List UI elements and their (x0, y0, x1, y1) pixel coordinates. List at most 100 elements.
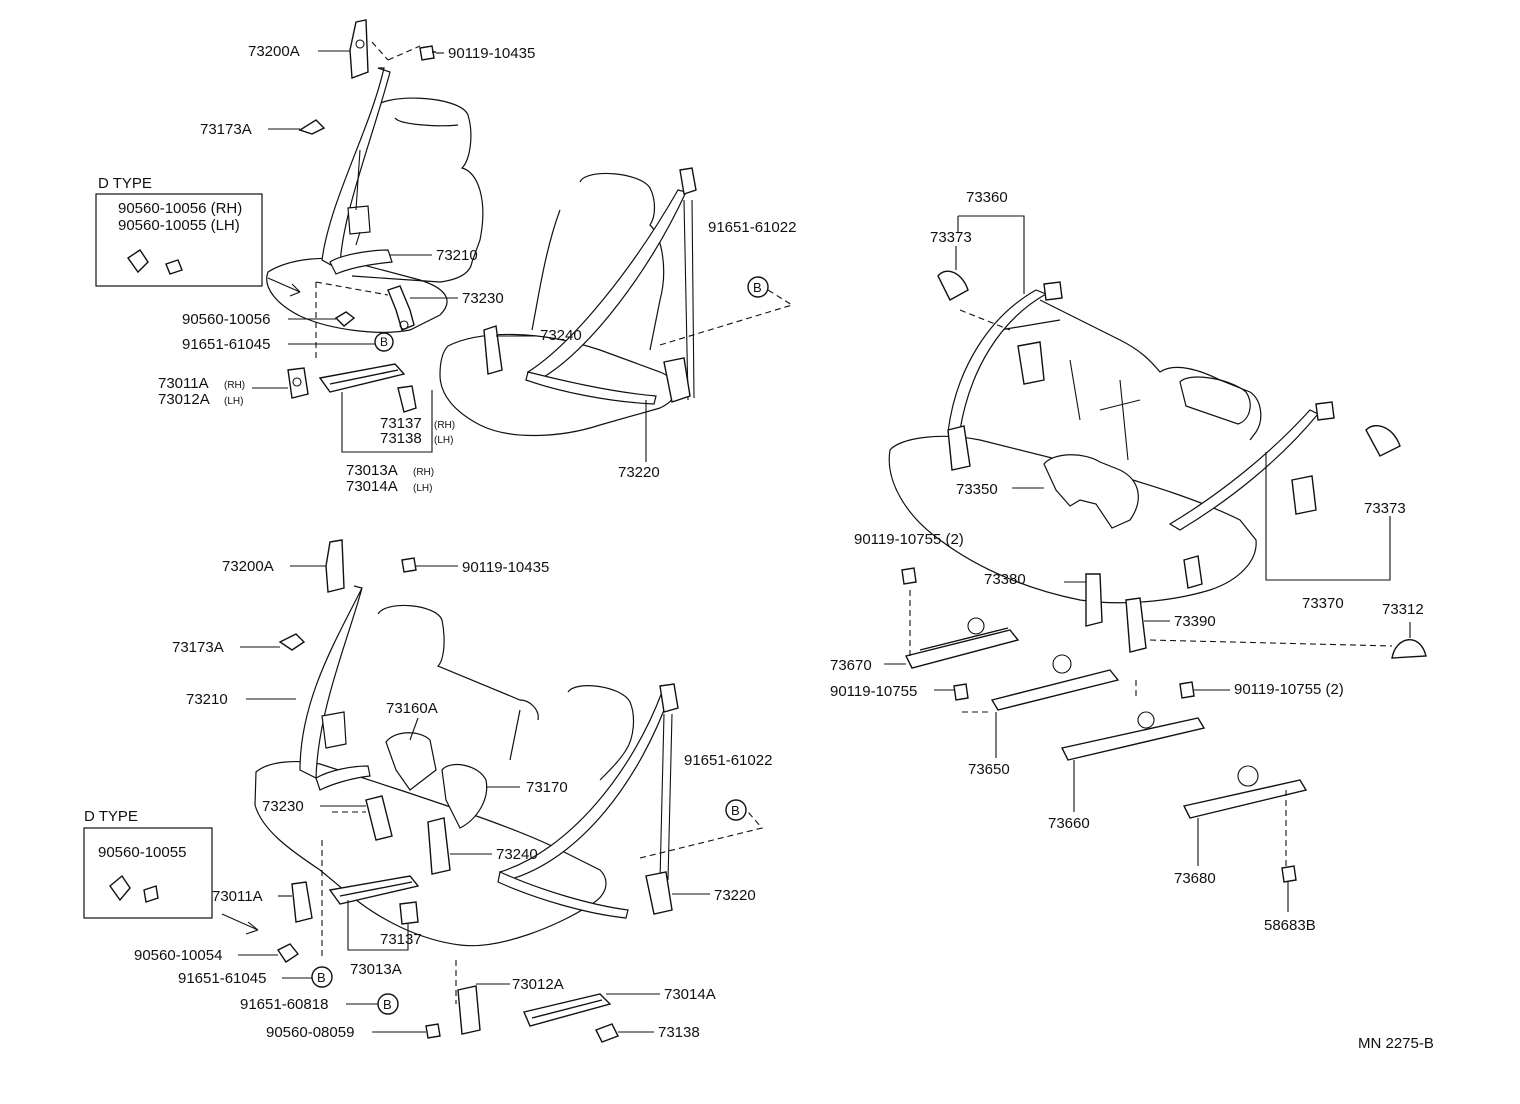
label-73373-left: 73373 (930, 229, 972, 246)
label-90560-08059-lower: 90560-08059 (266, 1024, 354, 1041)
rear-lower-anchor-right (1183, 555, 1203, 589)
track-pivot (1052, 654, 1072, 674)
nut-90560-08059-lower (425, 1023, 441, 1039)
label-73012A-lower: 73012A (512, 976, 564, 993)
label-73014A-suffix-upper: (LH) (413, 483, 432, 494)
label-73210-lower: 73210 (186, 691, 228, 708)
rear-seat-back (999, 299, 1262, 441)
label-73011A-suffix-upper: (RH) (224, 380, 245, 391)
ref-b-circle-lower-1: B (725, 799, 747, 821)
label-90119-10755-2b: 90119-10755 (2) (1234, 681, 1344, 698)
d-type-box-lower (83, 827, 213, 919)
ref-b-circle-upper-2: B (747, 276, 769, 298)
ref-b-circle-upper-1: B (374, 332, 394, 352)
label-73220-lower: 73220 (714, 887, 756, 904)
d-type-line1-upper: 90560-10056 (RH) (118, 200, 242, 217)
d-type-bracket-lower (109, 874, 131, 902)
cover-73013A-lower (328, 875, 420, 905)
cover-73173A-lower (278, 633, 306, 651)
cover-73173A-upper (298, 119, 326, 135)
buckle-73240-lower (427, 817, 451, 875)
label-73011A-lower: 73011A (212, 888, 263, 905)
cover-73138-lower (595, 1023, 619, 1043)
front-belt-strap-left (355, 149, 361, 246)
front-seat-right-outline (531, 172, 665, 351)
label-73650: 73650 (968, 761, 1010, 778)
d-type-arrow-upper (267, 277, 301, 297)
rear-dash-lines (909, 309, 1393, 866)
label-73173A-upper: 73173A (200, 121, 252, 138)
center-belt-73170 (441, 763, 488, 829)
cover-73312 (1391, 639, 1427, 659)
label-73012A-upper: 73012A (158, 391, 210, 408)
label-73013A-suffix-upper: (RH) (413, 467, 434, 478)
seat-track-73650 (990, 669, 1120, 711)
label-90119-10755: 90119-10755 (830, 683, 917, 700)
svg-text:B: B (383, 997, 392, 1012)
leader-73013A-lower (347, 900, 378, 951)
label-73014A-lower: 73014A (664, 986, 716, 1003)
seat-track-73680 (1182, 779, 1308, 819)
label-73240-lower: 73240 (496, 846, 538, 863)
collar-90560-10054-lower (276, 943, 300, 963)
label-90560-10054-lower: 90560-10054 (134, 947, 222, 964)
bolt-90119-10435-upper (419, 45, 436, 61)
pillar-track-right (683, 199, 695, 401)
anchor-73240-upper (483, 325, 503, 375)
buckle-73230-upper (387, 285, 415, 331)
front-retractor-left (347, 205, 371, 235)
leader-73160A-lower (409, 717, 419, 741)
label-73160A-lower: 73160A (386, 700, 438, 717)
label-73670: 73670 (830, 657, 872, 674)
front-belt-webbing-right (526, 189, 687, 379)
d-type-title-upper: D TYPE (98, 175, 152, 192)
leader-73360 (957, 215, 1025, 294)
cover-73014A-lower (523, 993, 612, 1027)
label-73220-upper: 73220 (618, 464, 660, 481)
label-73380: 73380 (984, 571, 1026, 588)
cover-73013A-upper (318, 363, 406, 393)
label-73173A-lower: 73173A (172, 639, 224, 656)
center-belt-73160A (385, 732, 437, 791)
leader-73137-lower (378, 924, 409, 951)
bracket-73390 (1125, 597, 1147, 653)
label-91651-61045-upper: 91651-61045 (182, 336, 270, 353)
label-73390: 73390 (1174, 613, 1216, 630)
label-73013A-lower: 73013A (350, 961, 402, 978)
bench-belt-lap-right (497, 871, 629, 919)
cover-73373-left (937, 270, 969, 301)
track-pivot (1137, 711, 1155, 729)
label-90119-10435-lower: 90119-10435 (462, 559, 549, 576)
d-type-line2-upper: 90560-10055 (LH) (118, 217, 240, 234)
front-lap-anchor-left (329, 249, 393, 275)
svg-text:B: B (317, 970, 326, 985)
rear-seat-crease (1069, 359, 1141, 461)
rear-retractor-73360 (1017, 341, 1045, 385)
cover-73137-lower (399, 901, 419, 925)
front-separate-seat-group: B B D TYPE 90560-10056 (RH) 90560-10055 … (95, 19, 796, 495)
label-73350: 73350 (956, 481, 998, 498)
bolt-90119-10755-c (1179, 681, 1195, 699)
retractor-73220-upper (663, 357, 691, 403)
front-seat-right-cushion (439, 333, 677, 437)
label-73360: 73360 (966, 189, 1008, 206)
d-type-collar-lower (143, 885, 159, 903)
front-seat-left-outline (351, 97, 484, 283)
d-type-collar-upper (165, 259, 183, 275)
d-type-line1-lower: 90560-10055 (98, 844, 186, 861)
label-73660: 73660 (1048, 815, 1090, 832)
collar-90560-10056-upper (334, 311, 356, 327)
d-type-bracket-upper (127, 249, 149, 274)
label-90119-10435-upper: 90119-10435 (448, 45, 535, 62)
track-pivot (1237, 765, 1259, 787)
upper-anchor-right (679, 167, 697, 195)
anchor-plate-73200A-upper (349, 19, 369, 79)
label-91651-61022-upper: 91651-61022 (708, 219, 796, 236)
rear-center-belt-73350 (1043, 454, 1139, 529)
pillar-track-right-lower (659, 713, 673, 881)
label-90560-10056-upper: 90560-10056 (182, 311, 270, 328)
d-type-arrow-lower (221, 913, 259, 935)
rear-belt-73370 (1168, 409, 1319, 531)
buckle-bolt (399, 320, 409, 330)
